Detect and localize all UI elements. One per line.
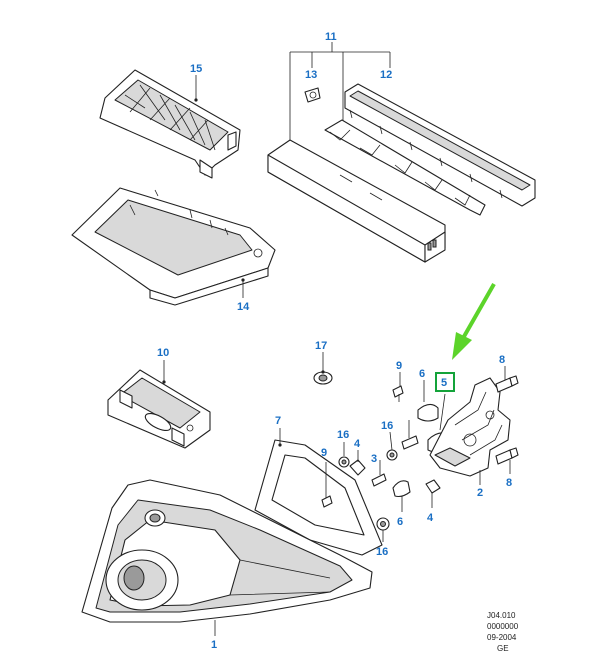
callout-16-middle: 16: [381, 420, 393, 432]
callout-3: 3: [371, 453, 377, 465]
callout-1: 1: [211, 639, 217, 651]
ref-line-4: GE: [497, 644, 509, 653]
part-16-nut-middle: [386, 449, 398, 461]
ref-line-1: J04.010: [487, 611, 516, 620]
pointer-arrow: [452, 283, 496, 360]
part-4-bulb-upper: [349, 459, 366, 476]
part-16-nut-upper: [338, 456, 350, 468]
callout-16-upper: 16: [337, 429, 349, 441]
callout-6-lower: 6: [397, 516, 403, 528]
part-8-screw-lower: [495, 447, 519, 465]
part-1-rear-lamp: [81, 479, 373, 623]
part-10-plate-lamp: [107, 369, 211, 449]
callout-8-upper: 8: [499, 354, 505, 366]
callout-6-upper: 6: [419, 368, 425, 380]
callout-11: 11: [325, 31, 337, 43]
ref-line-2: 0000000: [487, 622, 519, 631]
part-4-bulb-lower: [425, 479, 441, 494]
part-12-led-strip: [324, 83, 536, 216]
highlight-box-5: [435, 372, 455, 392]
callout-4-lower: 4: [427, 512, 434, 524]
callout-5: 5: [441, 377, 447, 389]
callout-12: 12: [380, 69, 392, 81]
callout-2: 2: [477, 487, 483, 499]
callout-8-lower: 8: [506, 477, 512, 489]
reference-block: J04.010 0000000 09-2004 GE: [487, 611, 519, 653]
part-14-housing: [71, 187, 276, 306]
part-11-light-bar: [267, 139, 446, 263]
part-6-bulb-upper: [417, 403, 439, 422]
part-13-clip: [304, 87, 321, 103]
part-9-screw-right: [392, 385, 404, 402]
part-9-screw-left: [321, 462, 333, 508]
callout-4-upper: 4: [354, 438, 361, 450]
callout-9-right: 9: [396, 360, 402, 372]
part-6-bulb-lower: [392, 480, 411, 498]
part-15-bracket: [99, 69, 241, 179]
callout-15: 15: [190, 63, 202, 75]
callout-14: 14: [237, 301, 250, 313]
callout-13: 13: [305, 69, 317, 81]
callout-10: 10: [157, 347, 169, 359]
callout-9-left: 9: [321, 447, 327, 459]
ref-line-3: 09-2004: [487, 633, 517, 642]
callout-7: 7: [275, 415, 281, 427]
part-3-terminal: [371, 473, 387, 487]
part-2-bulb-holder: [429, 377, 511, 477]
part-16-nut-lower: [376, 517, 390, 531]
part-8-screw-mid: [401, 420, 419, 450]
part-17-grommet: [313, 371, 333, 385]
part-7-gasket: [254, 439, 383, 556]
part-8-screw-upper: [495, 375, 519, 393]
callout-16-lower: 16: [376, 546, 388, 558]
callout-17: 17: [315, 340, 327, 352]
